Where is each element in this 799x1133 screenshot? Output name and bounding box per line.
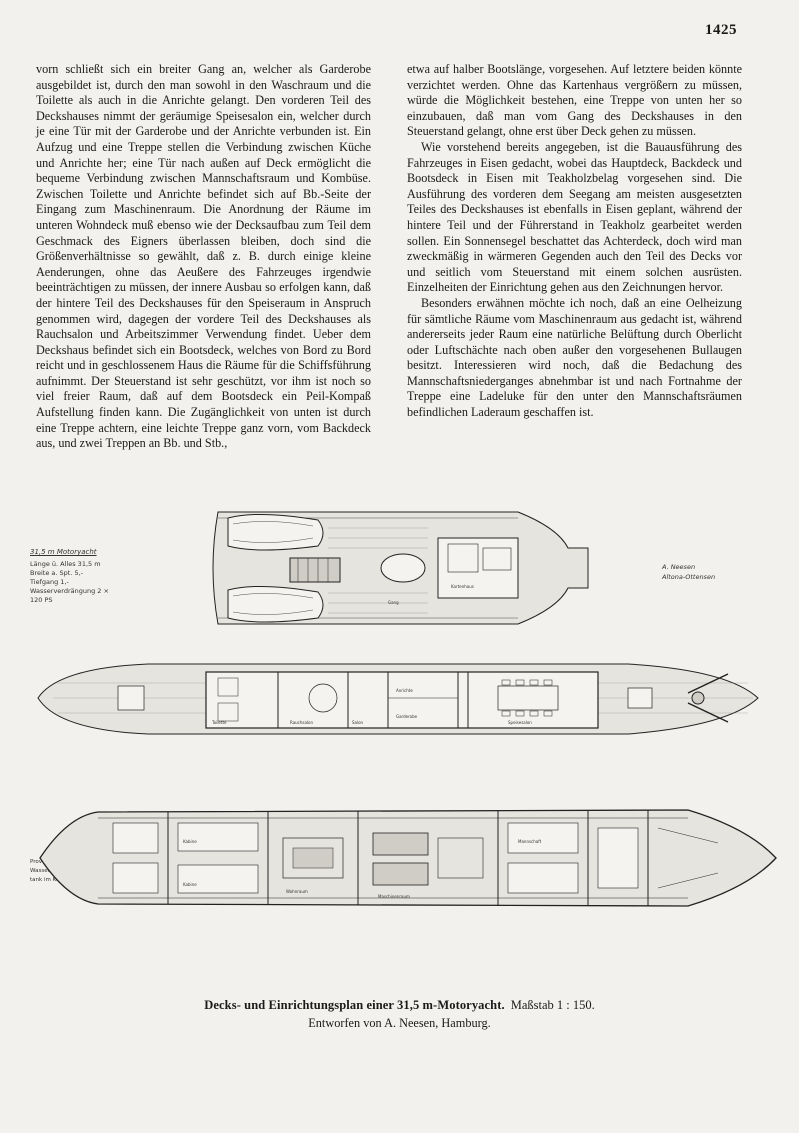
room-label: Kabine xyxy=(183,839,197,844)
legend-line: Breite a. Spt. 5,- xyxy=(30,569,84,577)
legend-line: Länge ü. Alles 31,5 m xyxy=(30,560,101,568)
deck-plan-drawing: Kartenhaus Gang xyxy=(37,511,777,907)
yacht-deck-plan-figure: Kartenhaus Gang xyxy=(28,498,778,976)
credit-line: Altona-Ottensen xyxy=(662,573,716,581)
caption-scale: Maßstab 1 : 150. xyxy=(510,998,595,1012)
legend-line: Tiefgang 1,- xyxy=(30,578,69,586)
room-label: Kartenhaus xyxy=(451,584,474,589)
room-label: Wohnraum xyxy=(286,889,308,894)
legend-title: 31,5 m Motoryacht xyxy=(30,548,97,556)
column-left: vorn schließt sich ein breiter Gang an, … xyxy=(36,62,371,452)
paragraph: Wie vorstehend bereits angegeben, ist di… xyxy=(407,139,742,295)
page-number: 1425 xyxy=(705,22,737,38)
figure-caption: Decks- und Einrichtungsplan einer 31,5 m… xyxy=(0,996,799,1031)
room-label: Anrichte xyxy=(396,688,413,693)
paragraph: vorn schließt sich ein breiter Gang an, … xyxy=(36,62,371,451)
legend-line: Wasserverdrängung 2 × 120 PS xyxy=(30,587,109,604)
column-right: etwa auf halber Bootslänge, vorgesehen. … xyxy=(407,62,742,452)
note-line: tank im Kielgang xyxy=(30,877,77,883)
room-label: Salon xyxy=(352,720,364,725)
room-label: Maschinenraum xyxy=(378,894,410,899)
paragraph: Besonders erwähnen möchte ich noch, daß … xyxy=(407,295,742,420)
caption-title: Decks- und Einrichtungsplan einer 31,5 m… xyxy=(204,998,505,1012)
room-label: Kabine xyxy=(183,882,197,887)
credit-line: A. Neesen xyxy=(662,563,696,571)
room-label: Garderobe xyxy=(396,714,418,719)
room-label: Rauchsalon xyxy=(290,720,314,725)
text-columns: vorn schließt sich ein breiter Gang an, … xyxy=(36,62,742,452)
room-label: Speisesalon xyxy=(508,720,532,725)
figure-legend: 31,5 m Motoryacht Länge ü. Alles 31,5 m … xyxy=(30,548,110,605)
main-deck-plan: Toilette Rauchsalon Salon Anrichte Speis… xyxy=(37,663,759,735)
paragraph: etwa auf halber Bootslänge, vorgesehen. … xyxy=(407,62,742,139)
figure-credit: A. Neesen Altona-Ottensen xyxy=(662,562,752,582)
room-label: Mannschaft xyxy=(518,839,542,844)
lower-deck-plan: Kabine Maschinenraum Mannschaft Kabine W… xyxy=(39,809,777,907)
room-label: Gang xyxy=(388,600,399,605)
boat-deck-plan: Kartenhaus Gang xyxy=(212,511,589,625)
room-label: Toilette xyxy=(211,720,227,725)
caption-subtitle: Entworfen von A. Neesen, Hamburg. xyxy=(308,1016,491,1030)
